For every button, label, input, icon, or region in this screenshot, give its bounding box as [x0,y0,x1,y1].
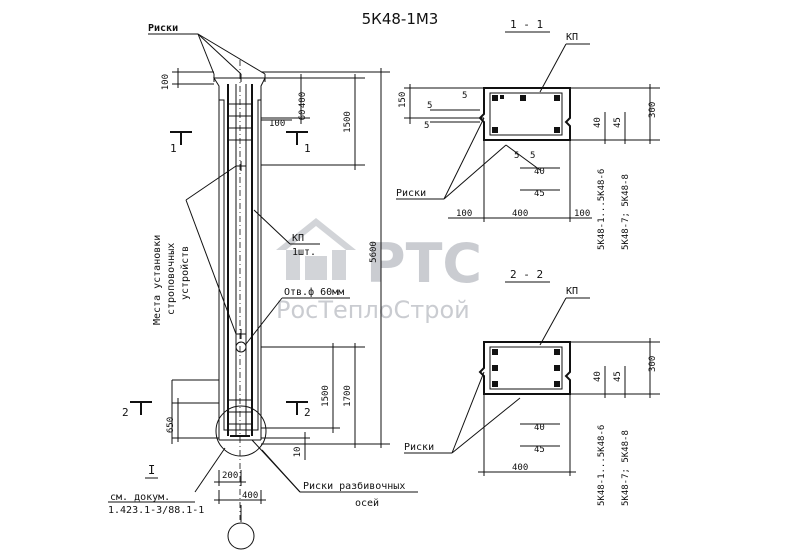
kp-callout: КП 1шт. [253,209,320,258]
dim-400-top: 400 [298,92,308,108]
section-1-title: 1 - 1 [510,18,543,31]
dim-1700: 1700 [343,385,353,407]
s1-riski-label: Риски [396,188,426,199]
s1-dim-5c: 5 [424,121,429,131]
s2-dim-300: 300 [648,356,658,372]
s2-mark-a: 5К48-1...5К48-6 [597,425,607,506]
ref-doc-line-1: см. докум. [110,492,170,503]
section-1-1: 1 - 1 КП 150 5 5 5 300 40 45 5 5 [396,18,660,250]
top-left-dims: 100 [161,68,214,90]
lifting-label-3: устройств [179,246,191,300]
lifting-label-2: строповочных [166,243,177,315]
watermark-subtext: РосТеплоСтрой [276,296,470,324]
dim-650: 650 [166,417,176,433]
s2-mark-b: 5К48-7; 5К48-8 [621,430,631,506]
section-2-right-mark: 2 [304,406,311,419]
s1-dim-5a: 5 [462,91,467,101]
s2-dim-40v: 40 [593,371,603,382]
detail-reference: I см. докум. 1.423.1-3/88.1-1 [108,447,226,516]
riski-top-callout: Риски [148,23,266,75]
section-1-left-mark: 1 [170,142,177,155]
kp-label: КП [292,233,304,244]
s1-mark-b: 5К48-7; 5К48-8 [621,174,631,250]
s1-dim-150: 150 [398,92,408,108]
section-1-right-mark: 1 [304,142,311,155]
dim-10: 10 [293,447,303,458]
s1-dim-45: 45 [534,189,545,199]
s1-dim-100r: 100 [574,209,590,219]
column-elevation [213,60,267,550]
dim-5600: 5600 [369,241,379,263]
hole-callout: Отв.ф 60мм [245,286,350,345]
s1-dim-45v: 45 [613,117,623,128]
section-2-title: 2 - 2 [510,268,543,281]
s2-dim-400: 400 [512,463,528,473]
dim-100-b: 100 [269,119,285,129]
section-2-2: 2 - 2 КП 300 40 45 40 45 400 Риски [404,268,660,506]
s1-dim-5b: 5 [427,101,432,111]
lifting-label-1: Места установки [152,235,163,325]
s2-dim-40: 40 [534,423,545,433]
s2-kp-label: КП [566,286,578,297]
s1-dim-300: 300 [648,102,658,118]
riski-axes-callout: Риски разбивочных осей [251,439,418,509]
watermark-text: РТС [366,232,482,295]
detail-roman-numeral: I [148,463,155,477]
lifting-callout: Места установки строповочных устройств [152,165,237,335]
riski-axes-label-1: Риски разбивочных [303,480,405,492]
section-2-left-mark: 2 [122,406,129,419]
ref-doc-line-2: 1.423.1-3/88.1-1 [108,505,204,516]
s2-riski-label: Риски [404,442,434,453]
top-right-dims: 400 100 60 1500 5600 1500 1700 10 [261,68,390,460]
dim-400-bottom: 400 [242,491,258,501]
s2-dim-45: 45 [534,445,545,455]
s1-dim-40: 40 [534,167,545,177]
watermark-logo: РТС РосТеплоСтрой [276,218,482,324]
dim-60: 60 [298,110,308,121]
kp-qty: 1шт. [292,247,316,258]
s1-dim-100l: 100 [456,209,472,219]
dim-200: 200 [222,471,238,481]
s1-mark-a: 5К48-1...5К48-6 [597,169,607,250]
drawing-title: 5К48-1М3 [362,10,439,28]
s1-dim-5e: 5 [530,151,535,161]
s1-dim-40v: 40 [593,117,603,128]
s1-dim-400: 400 [512,209,528,219]
section-markers: 1 1 2 2 [122,131,311,419]
dim-1500-bottom: 1500 [321,385,331,407]
riski-axes-label-2: осей [355,497,379,509]
s1-kp-label: КП [566,32,578,43]
riski-top-label: Риски [148,23,178,34]
dim-1500-top: 1500 [343,111,353,133]
s2-dim-45v: 45 [613,371,623,382]
hole-label: Отв.ф 60мм [284,286,344,298]
watermark-house-icon [276,218,356,280]
s1-dim-5d: 5 [514,151,519,161]
bottom-left-dims: 650 200 400 [166,379,266,504]
dim-100-top: 100 [161,74,171,90]
